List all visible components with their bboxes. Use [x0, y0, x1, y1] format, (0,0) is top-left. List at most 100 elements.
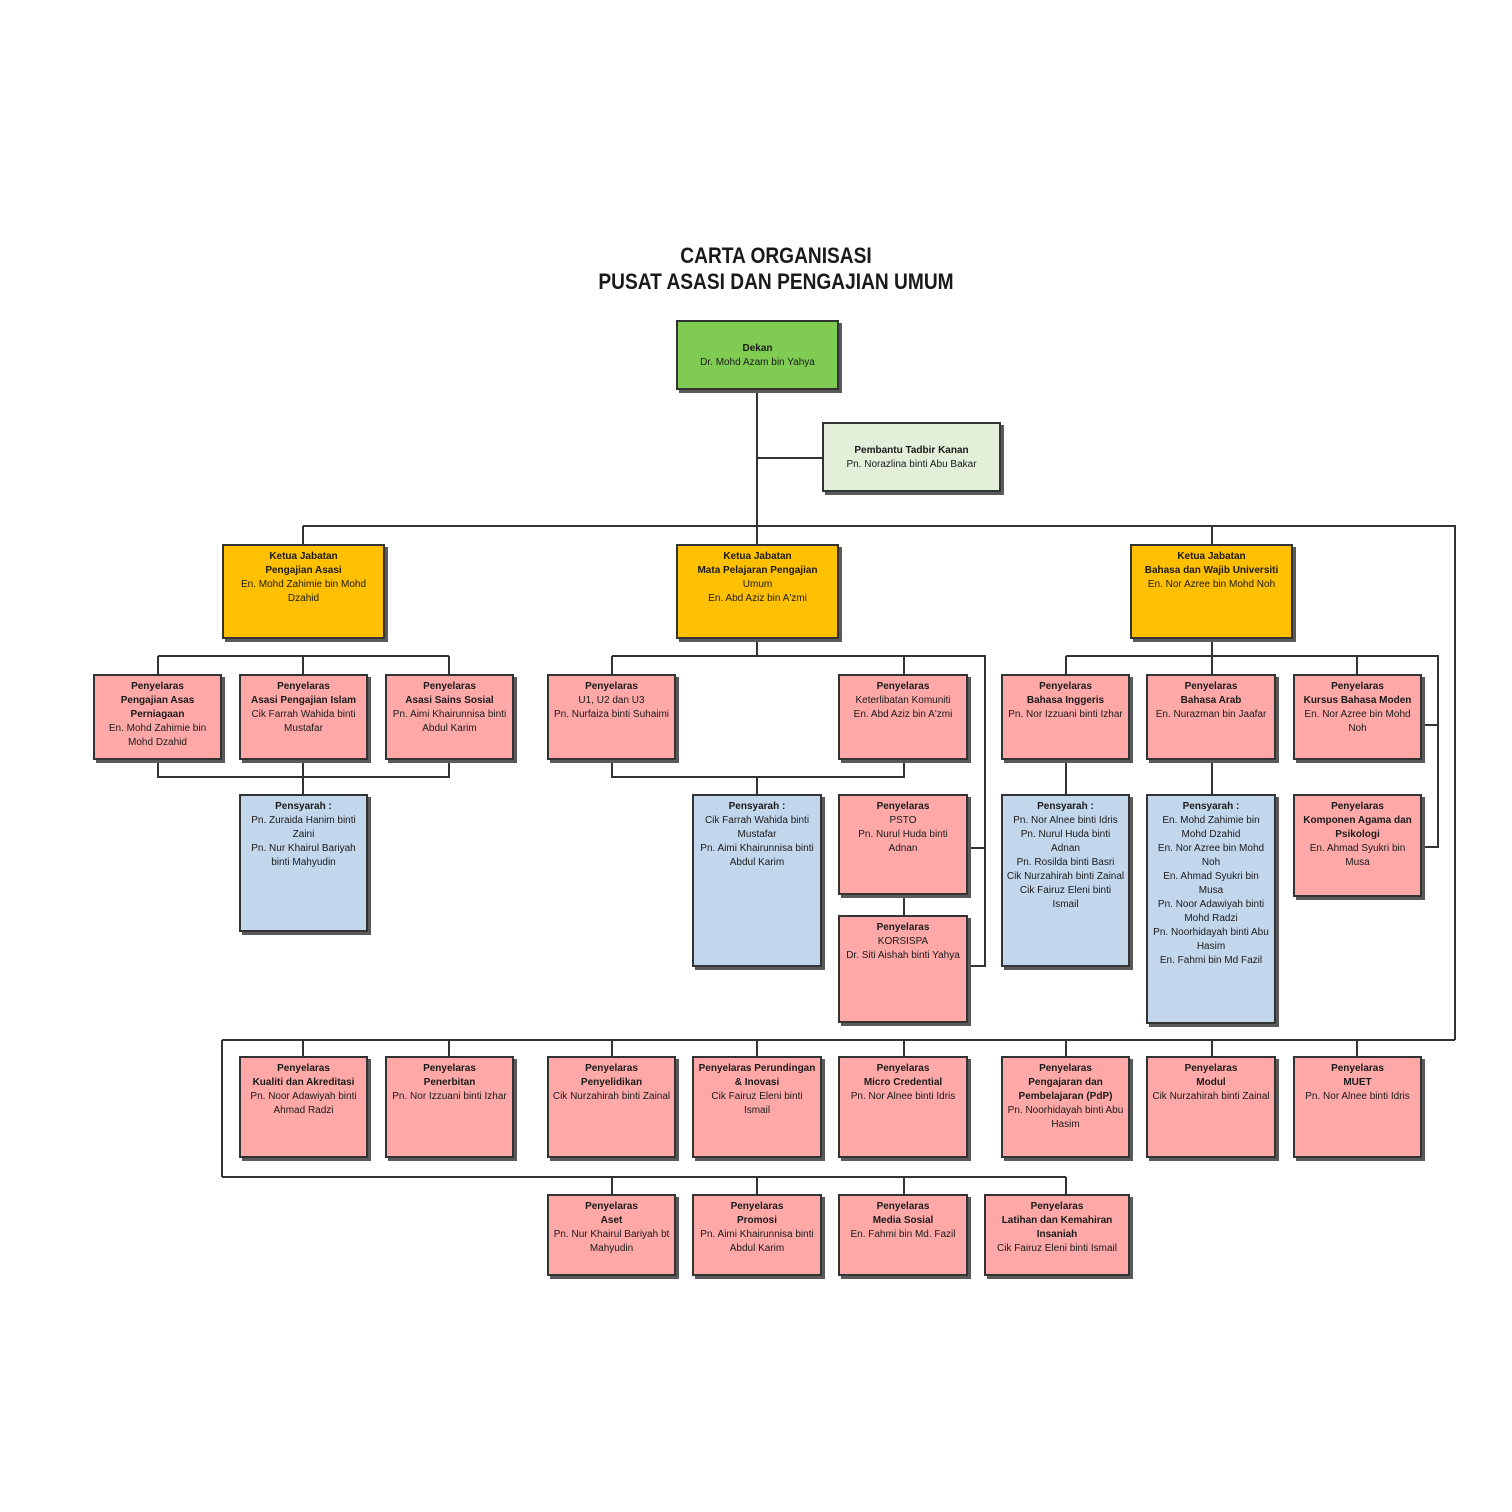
node-penyelaras-pdp: Penyelaras Pengajaran dan Pembelajaran (…: [1001, 1056, 1130, 1158]
node-role: Penyelaras: [131, 681, 184, 692]
node-role: Pensyarah :: [1182, 801, 1240, 812]
node-role: Pembantu Tadbir Kanan: [854, 445, 969, 456]
node-role: Penyelaras: [585, 1063, 638, 1074]
node-unit: PSTO: [889, 815, 917, 826]
node-penyelaras-media-sosial: Penyelaras Media Sosial En. Fahmi bin Md…: [838, 1194, 968, 1276]
node-unit: Kursus Bahasa Moden: [1303, 695, 1412, 706]
node-name: Pn. Nur Khairul Bariyah binti Mahyudin: [251, 843, 356, 868]
node-name: Cik Fairuz Eleni binti Ismail: [1019, 885, 1112, 910]
node-name: Cik Farrah Wahida binti Mustafar: [704, 815, 810, 840]
node-penyelaras-penerbitan: Penyelaras Penerbitan Pn. Nor Izzuani bi…: [385, 1056, 514, 1158]
node-unit: Pengajaran dan Pembelajaran (PdP): [1018, 1077, 1113, 1102]
node-name: Dr. Mohd Azam bin Yahya: [700, 357, 815, 368]
node-role: Penyelaras: [876, 922, 930, 933]
node-name: Pn. Nor Izzuani binti Izhar: [392, 1091, 507, 1102]
node-dekan: Dekan Dr. Mohd Azam bin Yahya: [676, 320, 839, 390]
node-name: Pn. Norazlina binti Abu Bakar: [846, 459, 977, 470]
node-role: Ketua Jabatan: [269, 551, 338, 562]
node-name: Pn. Rosilda binti Basri: [1016, 857, 1115, 868]
node-unit: Komponen Agama dan Psikologi: [1303, 815, 1412, 840]
node-unit: & Inovasi: [734, 1077, 780, 1088]
node-role: Pensyarah :: [728, 801, 786, 812]
node-name: Pn. Aimi Khairunnisa binti Abdul Karim: [700, 843, 814, 868]
node-role: Penyelaras: [1184, 681, 1238, 692]
node-name: En. Mohd Zahimie bin Mohd Dzahid: [108, 723, 207, 748]
node-role: Pensyarah :: [1037, 801, 1094, 812]
node-name: Pn. Nor Alnee binti Idris: [1013, 815, 1118, 826]
node-name: Umum: [742, 579, 773, 590]
node-role: Penyelaras: [876, 801, 930, 812]
node-penyelaras-micro-credential: Penyelaras Micro Credential Pn. Nor Alne…: [838, 1056, 968, 1158]
node-name: Cik Fairuz Eleni binti Ismail: [711, 1091, 803, 1116]
node-name: Pn. Nurul Huda binti Adnan: [1020, 829, 1111, 854]
node-unit: Penyelidikan: [580, 1077, 643, 1088]
node-role: Penyelaras: [1039, 1063, 1092, 1074]
node-unit: Bahasa Arab: [1180, 695, 1242, 706]
node-penyelaras-psto: Penyelaras PSTO Pn. Nurul Huda binti Adn…: [838, 794, 968, 895]
node-unit: Penerbitan: [423, 1077, 476, 1088]
node-unit: Asasi Sains Sosial: [405, 695, 494, 706]
node-ketua-jabatan-asasi: Ketua Jabatan Pengajian Asasi En. Mohd Z…: [222, 544, 385, 639]
node-unit: U1, U2 dan U3: [578, 695, 645, 706]
node-penyelaras-promosi: Penyelaras Promosi Pn. Aimi Khairunnisa …: [692, 1194, 822, 1276]
node-role: Penyelaras: [730, 1201, 784, 1212]
node-name: En. Ahmad Syukri bin Musa: [1163, 871, 1259, 896]
node-role: Penyelaras: [585, 1201, 638, 1212]
node-role: Penyelaras: [1331, 681, 1384, 692]
node-role: Dekan: [742, 343, 773, 354]
node-unit: Latihan dan Kemahiran Insaniah: [1001, 1215, 1113, 1240]
node-name: Dr. Siti Aishah binti Yahya: [846, 950, 960, 961]
node-name: En. Nor Azree bin Mohd Noh: [1304, 709, 1411, 734]
node-unit: MUET: [1343, 1077, 1372, 1088]
node-name: Pn. Aimi Khairunnisa binti Abdul Karim: [700, 1229, 814, 1254]
node-pensyarah-mpu: Pensyarah : Cik Farrah Wahida binti Must…: [692, 794, 822, 967]
node-role: Penyelaras: [1030, 1201, 1084, 1212]
node-unit: Media Sosial: [872, 1215, 934, 1226]
node-name: Pn. Noor Adawiyah binti Ahmad Radzi: [250, 1091, 357, 1116]
node-name: En. Mohd Zahimie bin Mohd Dzahid: [1162, 815, 1260, 840]
node-penyelaras-pengajian-islam: Penyelaras Asasi Pengajian Islam Cik Far…: [239, 674, 368, 760]
node-name: Pn. Nor Alnee binti Idris: [1305, 1091, 1410, 1102]
node-name: En. Ahmad Syukri bin Musa: [1309, 843, 1406, 868]
node-name: En. Nurazman bin Jaafar: [1155, 709, 1267, 720]
node-unit: Micro Credential: [863, 1077, 943, 1088]
node-unit: Bahasa Inggeris: [1026, 695, 1105, 706]
node-unit: Keterlibatan Komuniti: [855, 695, 951, 706]
chart-title-line-2: PUSAT ASASI DAN PENGAJIAN UMUM: [598, 269, 954, 294]
node-unit: Modul: [1196, 1077, 1226, 1088]
node-role: Penyelaras: [1331, 1063, 1384, 1074]
node-ketua-jabatan-bahasa: Ketua Jabatan Bahasa dan Wajib Universit…: [1130, 544, 1293, 639]
node-pembantu-tadbir: Pembantu Tadbir Kanan Pn. Norazlina bint…: [822, 422, 1001, 492]
node-penyelaras-bahasa-arab: Penyelaras Bahasa Arab En. Nurazman bin …: [1146, 674, 1276, 760]
node-name: En. Abd Aziz bin A'zmi: [708, 593, 807, 604]
node-role: Penyelaras: [585, 681, 638, 692]
node-role: Penyelaras: [1331, 801, 1384, 812]
node-name: Cik Farrah Wahida binti Mustafar: [251, 709, 356, 734]
node-role: Ketua Jabatan: [723, 551, 792, 562]
node-name: En. Fahmi bin Md Fazil: [1159, 955, 1263, 966]
node-unit: Promosi: [736, 1215, 777, 1226]
node-pensyarah-bahasa-inggeris: Pensyarah : Pn. Nor Alnee binti Idris Pn…: [1001, 794, 1130, 967]
node-name: En. Mohd Zahimie bin Mohd Dzahid: [240, 579, 367, 604]
node-penyelaras-muet: Penyelaras MUET Pn. Nor Alnee binti Idri…: [1293, 1056, 1422, 1158]
node-name: En. Nor Azree bin Mohd Noh: [1157, 843, 1265, 868]
node-role: Penyelaras Perundingan: [698, 1063, 816, 1074]
node-penyelaras-latihan: Penyelaras Latihan dan Kemahiran Insania…: [984, 1194, 1130, 1276]
node-pensyarah-asasi: Pensyarah : Pn. Zuraida Hanim binti Zain…: [239, 794, 368, 932]
node-role: Penyelaras: [277, 1063, 330, 1074]
node-unit: Aset: [600, 1215, 623, 1226]
node-penyelaras-perundingan: Penyelaras Perundingan & Inovasi Cik Fai…: [692, 1056, 822, 1158]
node-name: En. Fahmi bin Md. Fazil: [850, 1229, 956, 1240]
node-name: Cik Fairuz Eleni binti Ismail: [996, 1243, 1118, 1254]
node-role: Penyelaras: [277, 681, 330, 692]
node-name: Pn. Noor Adawiyah binti Mohd Radzi: [1157, 899, 1265, 924]
node-role: Ketua Jabatan: [1177, 551, 1246, 562]
node-name: Pn. Nurul Huda binti Adnan: [858, 829, 948, 854]
node-role: Penyelaras: [876, 681, 930, 692]
node-penyelaras-modul: Penyelaras Modul Cik Nurzahirah binti Za…: [1146, 1056, 1276, 1158]
node-unit: Bahasa dan Wajib Universiti: [1144, 565, 1279, 576]
node-penyelaras-korsispa: Penyelaras KORSISPA Dr. Siti Aishah bint…: [838, 915, 968, 1023]
node-penyelaras-kualiti: Penyelaras Kualiti dan Akreditasi Pn. No…: [239, 1056, 368, 1158]
node-role: Pensyarah :: [275, 801, 332, 812]
